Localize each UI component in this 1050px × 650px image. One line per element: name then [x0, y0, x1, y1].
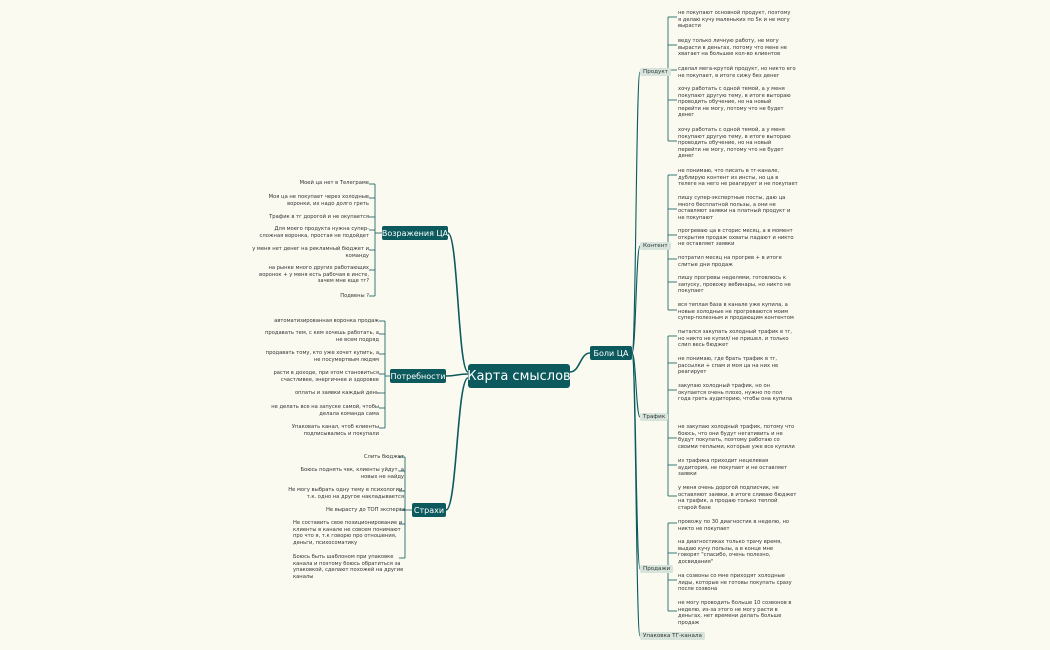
leaf-product-5: хочу работать с одной темой, а у меня по… [678, 127, 791, 160]
leaf-content-5: пишу прогревы неделями, готовлюсь к запу… [678, 275, 791, 295]
leaf-fear-6: Боюсь быть шаблоном при упаковке канала … [293, 554, 404, 580]
root-node[interactable]: Карта смыслов [467, 364, 571, 388]
leaf-need-4: расти в доходе, при этом становиться сча… [273, 370, 379, 383]
subnode-traffic[interactable]: Трафик [640, 413, 669, 421]
leaf-product-3: сделал мега-крутой продукт, но никто его… [678, 66, 796, 79]
leaf-objection-3: Трафик в тг дорогой и не окупается [269, 214, 369, 220]
leaf-fear-3: Не могу выбрать одну тему в психологии, … [288, 487, 404, 500]
leaf-need-3: продавать тому, кто уже хочет купить, а … [265, 350, 379, 363]
leaf-objection-1: Моей ца нет в Телеграме [299, 180, 369, 186]
subnode-tg-packaging[interactable]: Упаковка ТГ-канала [640, 632, 705, 640]
leaf-traffic-3: закупаю холодный трафик, но он окупается… [678, 383, 793, 403]
link-pains-sub-2 [631, 352, 641, 418]
leaf-fear-1: Слить бюджет [363, 454, 404, 460]
leaf-objection-4: Для моего продукта нужна супер- сложная … [259, 226, 369, 239]
link-root-fears [445, 377, 469, 511]
leaf-need-5: оплаты и заявки каждый день [294, 390, 379, 396]
link-pains-sub-4 [631, 352, 641, 637]
leaf-objection-6: на рынке много других работающих воронок… [259, 265, 369, 285]
link-root-needs [445, 373, 469, 377]
leaf-traffic-4: не закупаю холодный трафик, потому что б… [678, 424, 795, 450]
leaf-objection-7: Подвены ? [340, 293, 369, 299]
subnode-content[interactable]: Контент [640, 242, 671, 250]
main-node-pains[interactable]: Боли ЦА [590, 346, 632, 360]
leaf-fear-5: Не составить свое позиционирование и кли… [293, 520, 403, 546]
link-root-pains [569, 352, 591, 373]
leaf-traffic-2: не понимаю, где брать трафик в тг, рассы… [678, 356, 779, 376]
leaf-sales-2: на диагностиках только трачу время, выда… [678, 539, 782, 565]
leaf-product-4: хочу работать с одной темой, а у меня по… [678, 86, 791, 119]
leaf-content-2: пишу супер-экспертные посты, даю ца мног… [678, 195, 791, 221]
leaf-traffic-1: пытался закупать холодный трафик в тг, н… [678, 329, 793, 349]
link-pains-sub-0 [631, 71, 641, 354]
leaf-product-2: веду только личную работу, не могу вырас… [678, 38, 787, 58]
link-pains-sub-1 [631, 245, 641, 354]
main-node-fears[interactable]: Страхи [412, 503, 446, 517]
leaf-fear-2: Боюсь поднять чек, клиенты уйдут, а новы… [300, 467, 404, 480]
leaf-content-4: потратил месяц на прогрев + в итоге слит… [678, 255, 782, 268]
leaf-need-7: Упаковать канал, чтоб клиенты подписывал… [291, 424, 379, 437]
leaf-fear-4: Не вырасту до ТОП эксперта [326, 507, 406, 513]
main-node-needs[interactable]: Потребности [390, 369, 446, 383]
leaf-traffic-5: из трафика приходит нецелевая аудитория,… [678, 458, 788, 478]
leaf-content-6: вся теплая база в канале уже купила, а н… [678, 302, 794, 322]
leaf-product-1: не покупают основной продукт, поэтому я … [678, 10, 791, 30]
leaf-need-6: не делать все на запуске самой, чтобы де… [271, 404, 379, 417]
leaf-objection-2: Моя ца не покупает через холодные воронк… [268, 194, 369, 207]
link-root-objections [447, 232, 469, 373]
main-node-objections[interactable]: Возражения ЦА [382, 226, 448, 240]
leaf-objection-5: у меня нет денег на рекламный бюджет и к… [252, 246, 369, 259]
leaf-content-1: не понимаю, что писать в тг-канале, дубл… [678, 168, 798, 188]
leaf-traffic-6: у меня очень дорогой подписчик, не остав… [678, 485, 797, 511]
subnode-sales[interactable]: Продажи [640, 565, 674, 573]
leaf-content-3: прогреваю ца в сторис месяц, а в момент … [678, 228, 794, 248]
leaf-sales-3: на созвоны со мне приходят холодные лиды… [678, 573, 792, 593]
leaf-sales-1: провожу по 30 диагностик в неделю, но ни… [678, 519, 790, 532]
leaf-need-1: автоматизированная воронка продаж [274, 318, 379, 324]
leaf-need-2: продавать тем, с кем хочешь работать, а … [265, 330, 379, 343]
subnode-product[interactable]: Продукт [640, 68, 671, 76]
leaf-sales-4: не могу проводить больше 10 созвонов в н… [678, 600, 792, 626]
